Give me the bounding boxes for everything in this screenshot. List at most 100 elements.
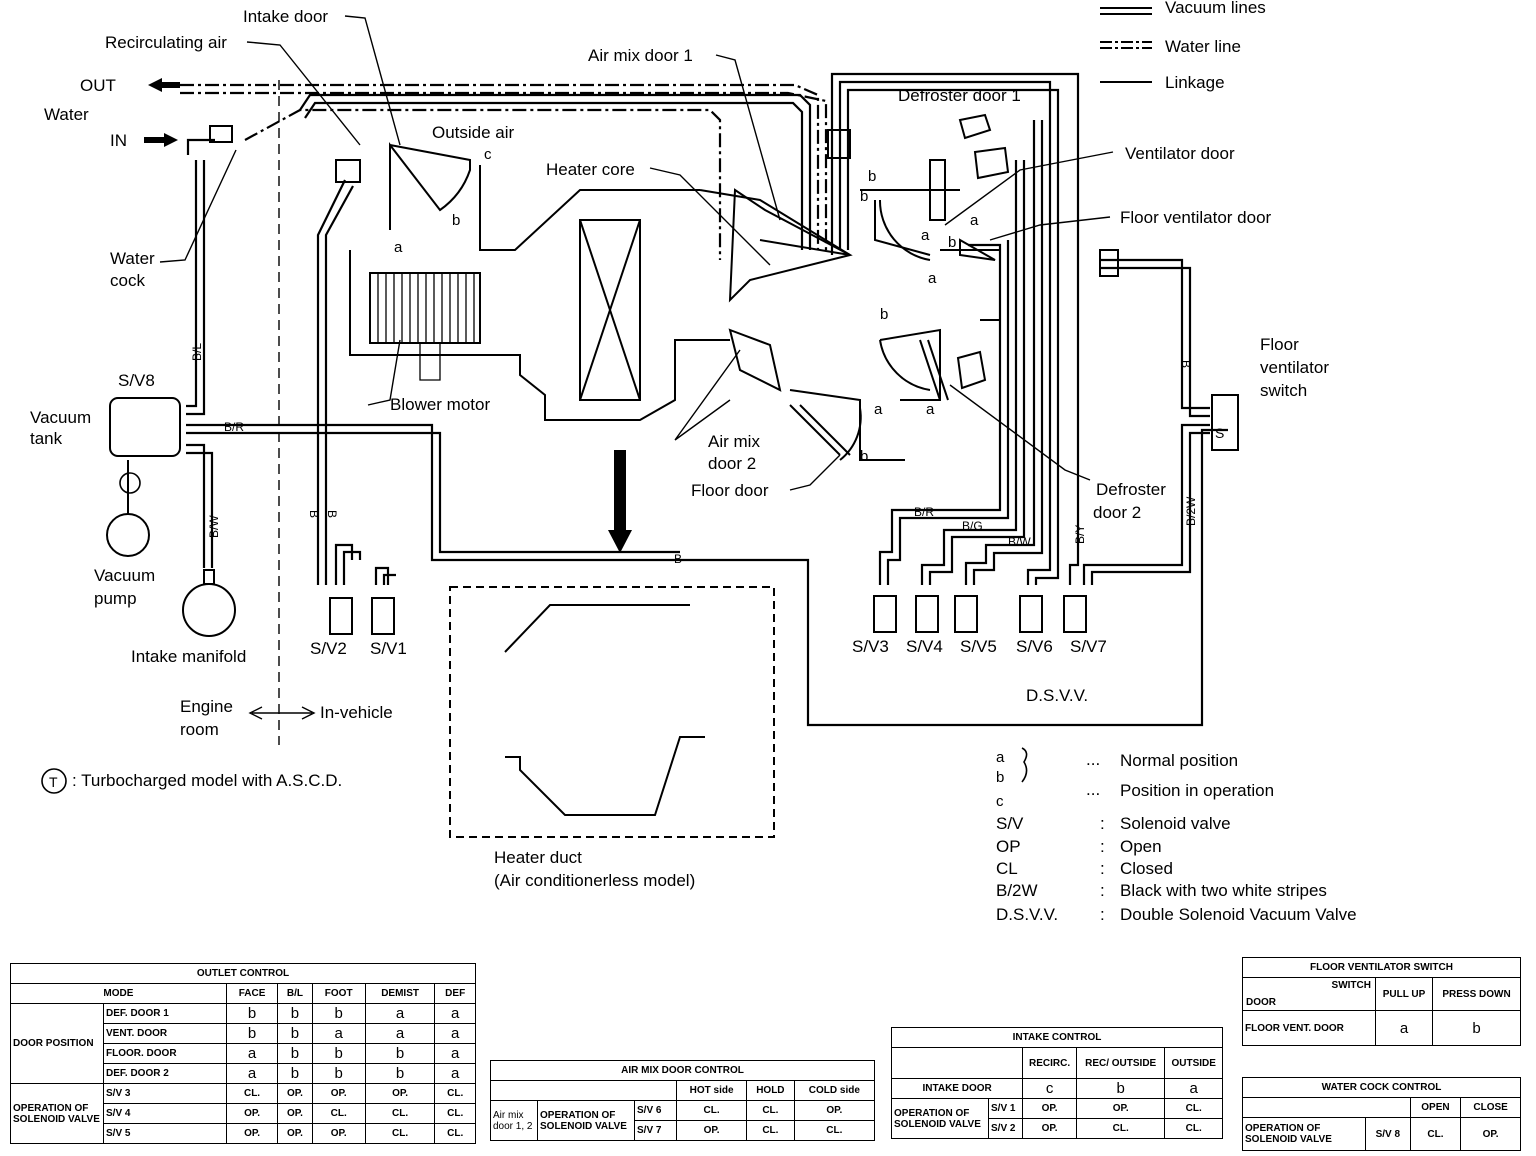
label-turbo-symbol: T xyxy=(49,774,58,790)
wire-code-b: B xyxy=(674,552,682,566)
label-floor-switch-3: switch xyxy=(1260,381,1307,400)
cell: b xyxy=(311,1003,366,1024)
mode-bl: B/L xyxy=(277,983,313,1004)
cell: a xyxy=(225,1063,279,1084)
label-water-cock-2: cock xyxy=(110,271,145,290)
row-sv6: S/V 6 xyxy=(633,1100,678,1121)
mode-demist: DEMIST xyxy=(364,983,436,1004)
label-in: IN xyxy=(110,131,127,150)
label-floor-switch-1: Floor xyxy=(1260,335,1299,354)
mode-label: MODE xyxy=(10,983,227,1004)
sv6-body xyxy=(1019,595,1043,633)
label-defroster-door-2-2: door 2 xyxy=(1093,503,1141,522)
col-hot-side: HOT side xyxy=(676,1080,748,1101)
legend-linkage: Linkage xyxy=(1165,73,1225,92)
cell: CL. xyxy=(1164,1118,1223,1139)
cell: a xyxy=(434,1003,476,1024)
label-heater-duct-1: Heater duct xyxy=(494,848,582,867)
key-position-in-operation: Position in operation xyxy=(1120,781,1274,800)
col-cold-side: COLD side xyxy=(793,1080,876,1101)
air-mix-control-table: AIR MIX DOOR CONTROL HOT side HOLD COLD … xyxy=(489,1060,876,1141)
row-sv2: S/V 2 xyxy=(987,1118,1024,1139)
label-sv7: S/V7 xyxy=(1070,637,1107,656)
vacuum-lines xyxy=(186,72,1228,727)
cell: b xyxy=(311,1043,366,1064)
row-sv8: S/V 8 xyxy=(1365,1117,1411,1151)
label-defroster-door-1: Defroster door 1 xyxy=(898,86,1021,105)
cell: b xyxy=(277,1023,313,1044)
cell: c xyxy=(1022,1078,1077,1099)
pos-vent-a: a xyxy=(921,227,930,244)
cell: a xyxy=(364,1003,436,1024)
wire-code-b-left1: B xyxy=(307,510,321,518)
cell: OP. xyxy=(225,1123,279,1144)
cell: CL. xyxy=(1075,1118,1166,1139)
intake-door-shape xyxy=(389,142,471,230)
wire-code-b-w2: B/W xyxy=(1008,535,1031,549)
cell: b xyxy=(1432,1010,1521,1046)
cell: CL. xyxy=(434,1103,476,1124)
col-hold: HOLD xyxy=(746,1080,795,1101)
label-water-cock-1: Water xyxy=(110,249,155,268)
col-rec-outside: REC/ OUTSIDE xyxy=(1075,1047,1166,1079)
row-sv7: S/V 7 xyxy=(633,1120,678,1141)
intake-control-table: INTAKE CONTROL RECIRC. REC/ OUTSIDE OUTS… xyxy=(890,1027,1223,1139)
mode-face: FACE xyxy=(225,983,279,1004)
label-sv6: S/V6 xyxy=(1016,637,1053,656)
wire-code-b-left2: B xyxy=(325,510,339,518)
heater-core-box xyxy=(579,219,641,401)
col-close: CLOSE xyxy=(1460,1097,1521,1118)
row-sv1: S/V 1 xyxy=(987,1098,1024,1119)
cell: OP. xyxy=(1075,1098,1166,1119)
cell: b xyxy=(364,1043,436,1064)
label-floor-ventilator-door: Floor ventilator door xyxy=(1120,208,1272,227)
key-term-dsvv: D.S.V.V. xyxy=(996,905,1058,924)
intake-operation-label: OPERATION OF SOLENOID VALVE xyxy=(891,1098,989,1139)
wire-code-b-right: B xyxy=(1179,360,1193,368)
cell: OP. xyxy=(1022,1118,1077,1139)
label-defroster-door-2-1: Defroster xyxy=(1096,480,1166,499)
cell: CL. xyxy=(676,1100,748,1121)
door-position-label: DOOR POSITION xyxy=(10,1003,104,1084)
key-sep: : xyxy=(1100,837,1105,856)
cell: CL. xyxy=(434,1083,476,1104)
key-term-b2w: B/2W xyxy=(996,881,1038,900)
cell: CL. xyxy=(793,1120,876,1141)
label-intake-manifold: Intake manifold xyxy=(131,647,246,666)
label-air-mix-door-2-1: Air mix xyxy=(708,432,760,451)
cell: b xyxy=(277,1063,313,1084)
legend-graphics xyxy=(1100,7,1152,83)
leader-lines xyxy=(159,15,1114,745)
cell: a xyxy=(364,1023,436,1044)
legend-vacuum-lines: Vacuum lines xyxy=(1165,0,1266,17)
pos-def2-a: a xyxy=(926,401,935,418)
cell: CL. xyxy=(1164,1098,1223,1119)
hvac-housing xyxy=(349,165,1001,461)
cell: CL. xyxy=(364,1123,436,1144)
row-sv3: S/V 3 xyxy=(103,1083,227,1104)
key-meaning-op: Open xyxy=(1120,837,1162,856)
label-outside-air: Outside air xyxy=(432,123,515,142)
air-mix-operation-label: OPERATION OF SOLENOID VALVE xyxy=(537,1100,635,1141)
sv4-body xyxy=(915,595,939,633)
mode-foot: FOOT xyxy=(311,983,366,1004)
turbo-circle xyxy=(41,768,67,794)
doors xyxy=(389,142,996,461)
wire-code-b-l: B/L xyxy=(190,343,204,361)
defroster-door-1-shape xyxy=(929,159,946,221)
row-def-door-2: DEF. DOOR 2 xyxy=(103,1063,227,1084)
switch-label: SWITCH xyxy=(1331,980,1371,991)
label-air-mix-door-2-2: door 2 xyxy=(708,454,756,473)
pos-intake-a: a xyxy=(394,239,403,256)
outlet-control-title: OUTLET CONTROL xyxy=(10,963,476,984)
floor-vent-door-shape xyxy=(959,238,996,261)
pos-intake-c: c xyxy=(484,146,492,163)
floor-switch-body xyxy=(1211,394,1239,451)
cell: OP. xyxy=(225,1103,279,1124)
col-open: OPEN xyxy=(1409,1097,1462,1118)
solenoid-valves xyxy=(209,125,1239,635)
pos-vent-b: b xyxy=(948,234,956,251)
intake-manifold-bulb xyxy=(182,583,236,637)
label-sv5: S/V5 xyxy=(960,637,997,656)
